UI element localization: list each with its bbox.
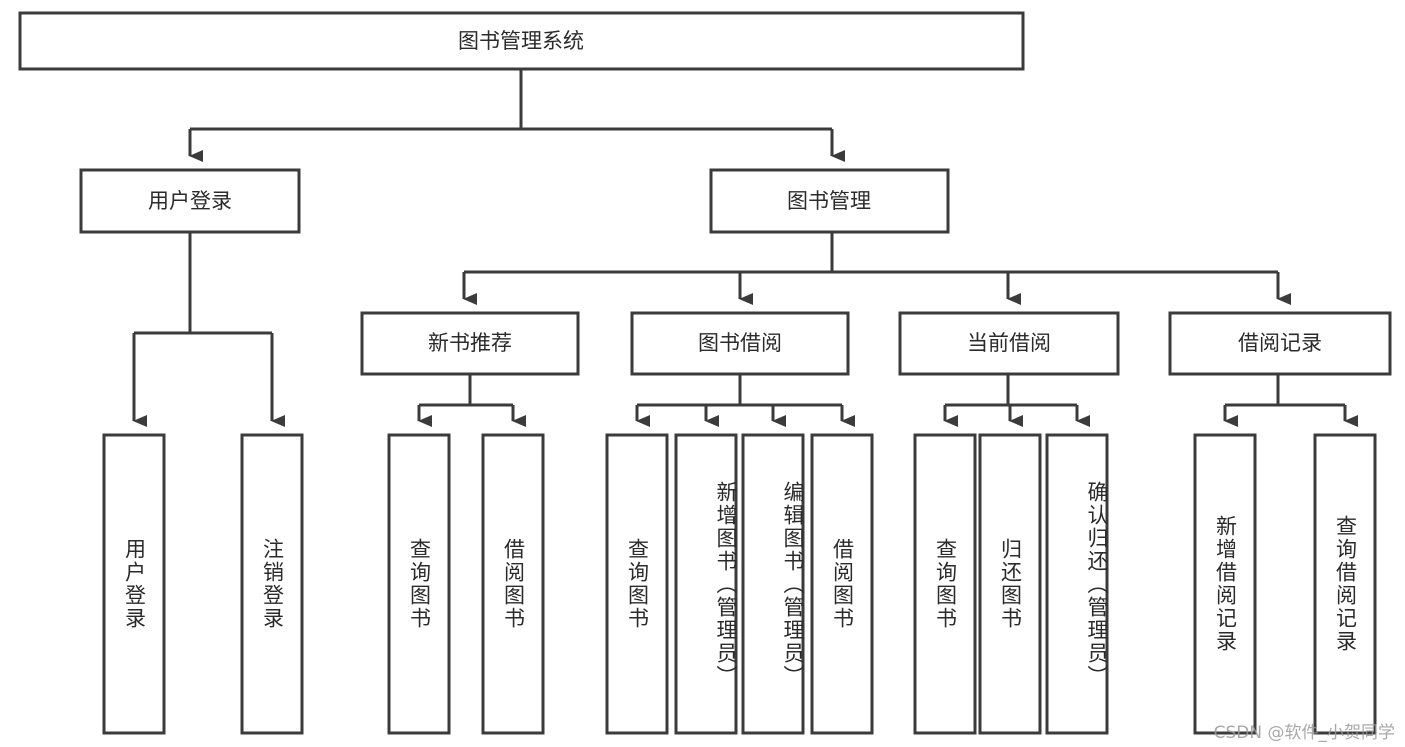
node-label-book-management: 图书管理 <box>787 189 871 213</box>
node-box-book-borrow[interactable] <box>630 311 850 376</box>
leaf-box-logout[interactable] <box>240 433 304 735</box>
node-box-borrow-record[interactable] <box>1168 311 1392 376</box>
watermark-text: CSDN @软件_小贺同学 <box>1213 723 1395 743</box>
leaf-box-bb-add-book[interactable] <box>674 433 738 735</box>
node-box-book-management[interactable] <box>709 168 950 234</box>
node-label-book-borrow: 图书借阅 <box>698 331 782 355</box>
leaf-box-bb-edit-book[interactable] <box>741 433 805 735</box>
node-label-current-borrow: 当前借阅 <box>967 331 1051 355</box>
node-box-user-login[interactable] <box>79 168 301 234</box>
node-label-new-book-recommend: 新书推荐 <box>428 331 512 355</box>
node-box-root[interactable] <box>18 11 1025 71</box>
leaf-box-bb-query-book[interactable] <box>605 433 669 735</box>
leaf-box-cb-confirm-return[interactable] <box>1045 433 1109 735</box>
leaf-box-bb-lend-book[interactable] <box>810 433 874 735</box>
node-label-user-login: 用户登录 <box>148 189 232 213</box>
node-box-current-borrow[interactable] <box>898 311 1120 376</box>
leaf-box-cb-query-book[interactable] <box>913 433 977 735</box>
node-box-new-book-recommend[interactable] <box>360 311 580 376</box>
node-label-borrow-record: 借阅记录 <box>1238 331 1322 355</box>
leaf-box-br-query-record[interactable] <box>1313 433 1377 735</box>
leaf-box-nb-query-book[interactable] <box>387 433 451 735</box>
leaf-box-user-login[interactable] <box>102 433 166 735</box>
leaf-box-nb-borrow-book[interactable] <box>481 433 545 735</box>
node-label-root: 图书管理系统 <box>458 29 584 53</box>
leaf-box-cb-return-book[interactable] <box>978 433 1042 735</box>
leaf-box-br-add-record[interactable] <box>1193 433 1257 735</box>
